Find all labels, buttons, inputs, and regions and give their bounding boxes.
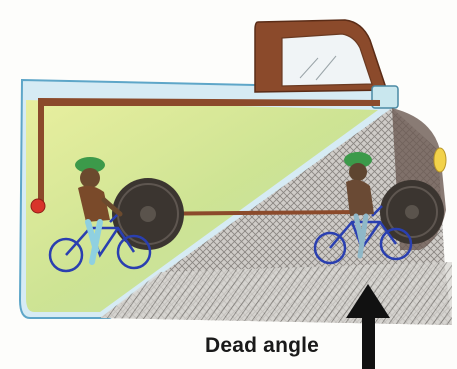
taillight <box>31 199 45 213</box>
dead-angle-caption: Dead angle <box>205 334 319 358</box>
headlight <box>434 148 446 172</box>
